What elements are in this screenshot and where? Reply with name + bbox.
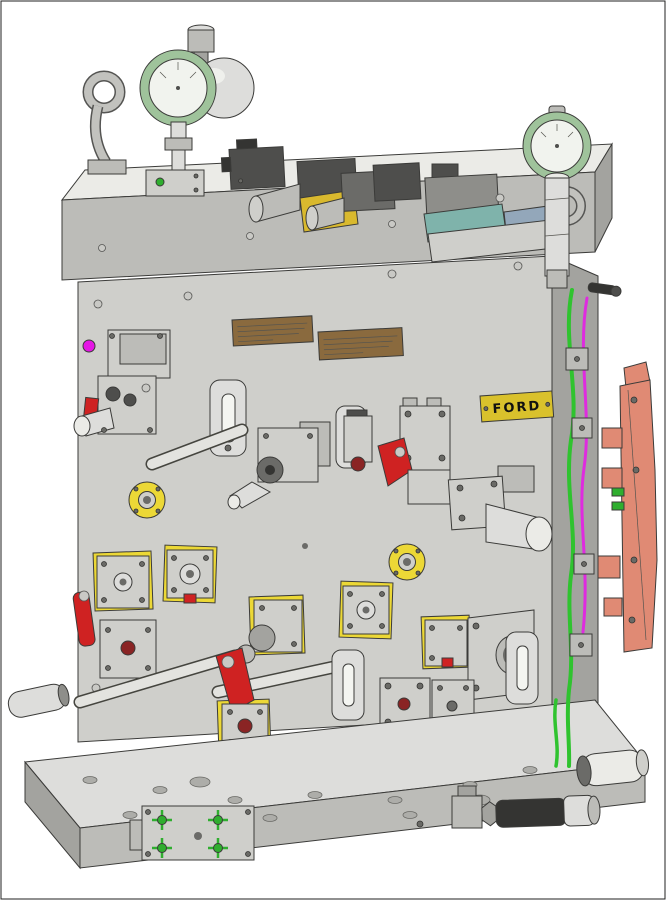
clamp-red-handle-upper xyxy=(377,397,451,505)
slot-bracket-bottom xyxy=(331,649,365,721)
top-components xyxy=(82,24,592,289)
clamp-unit-424 xyxy=(420,614,472,670)
clamp-unit-top-left xyxy=(73,329,171,437)
roller xyxy=(105,386,121,402)
plate-center-hole xyxy=(302,543,308,549)
fitting-block xyxy=(451,785,483,829)
grip-cylinder xyxy=(481,794,601,828)
slab-bolt xyxy=(98,244,106,252)
tube-clamp xyxy=(569,633,593,657)
knurl-unit-center xyxy=(227,421,331,510)
stalk-coupler xyxy=(546,269,568,289)
bottom-manifold xyxy=(129,805,255,861)
left-cylinder xyxy=(7,683,70,718)
red-tip xyxy=(441,657,454,668)
magenta-marker xyxy=(82,339,96,353)
plate-bolt xyxy=(513,261,523,271)
slot xyxy=(516,645,529,691)
green-fitting xyxy=(208,838,228,858)
nameplate-1 xyxy=(231,315,314,347)
solenoid-d xyxy=(372,162,422,202)
green-fitting xyxy=(152,810,172,830)
nose-cylinder-cluster xyxy=(447,465,553,552)
eyebolt-left xyxy=(82,70,127,175)
black-grip xyxy=(495,797,567,828)
ford-label: FORD xyxy=(492,399,542,417)
hex-fitting xyxy=(164,137,193,151)
valve-cluster xyxy=(220,138,555,263)
slab-bolt xyxy=(246,232,254,240)
red-tip xyxy=(183,593,197,604)
right-white-cylinder xyxy=(576,749,650,787)
slab-bolt xyxy=(388,220,396,228)
gauge-needle-hub xyxy=(555,144,559,148)
cap-body xyxy=(187,29,215,53)
gauge-needle-hub xyxy=(176,86,180,90)
tube-clamp xyxy=(565,347,589,371)
green-block xyxy=(611,501,625,511)
pad-unit-center-right xyxy=(338,580,394,640)
flange-donut-right xyxy=(388,543,426,581)
cylinder-end xyxy=(525,516,553,552)
green-block xyxy=(611,487,625,497)
nameplate-2 xyxy=(317,327,404,361)
flange-donut-left xyxy=(128,481,166,519)
green-tube xyxy=(565,288,576,768)
right-side xyxy=(553,282,658,768)
cone-unit-center xyxy=(225,594,306,673)
plate-bolt xyxy=(387,269,397,279)
bottom-components xyxy=(7,683,650,861)
tube-clamp xyxy=(573,553,595,575)
green-tube-short xyxy=(553,698,559,768)
tube-clamp xyxy=(571,417,593,439)
green-fitting xyxy=(208,810,228,830)
small-valve xyxy=(343,409,373,472)
salmon-bracket xyxy=(597,361,658,653)
plate-bolt xyxy=(183,291,193,301)
solenoid-a xyxy=(220,138,286,190)
clamp-unit-165 xyxy=(162,544,218,604)
gauge-assembly-right xyxy=(522,105,592,289)
slot xyxy=(342,663,355,707)
roller xyxy=(123,393,137,407)
knob xyxy=(350,456,366,472)
gauge-assembly-left xyxy=(139,24,255,197)
ribbed-collar xyxy=(248,624,276,652)
ford-placard: FORD xyxy=(479,390,555,423)
plate-right-face xyxy=(551,255,599,729)
gauge-stalk xyxy=(544,177,570,277)
face-components: FORD xyxy=(72,315,555,752)
slot-bracket-right xyxy=(505,631,539,705)
green-fitting xyxy=(152,838,172,858)
base-left-face xyxy=(24,760,81,870)
black-lever xyxy=(587,282,622,297)
green-indicator xyxy=(155,177,165,187)
plate-bolt xyxy=(93,299,103,309)
clamp-unit-left-mid xyxy=(72,550,157,679)
